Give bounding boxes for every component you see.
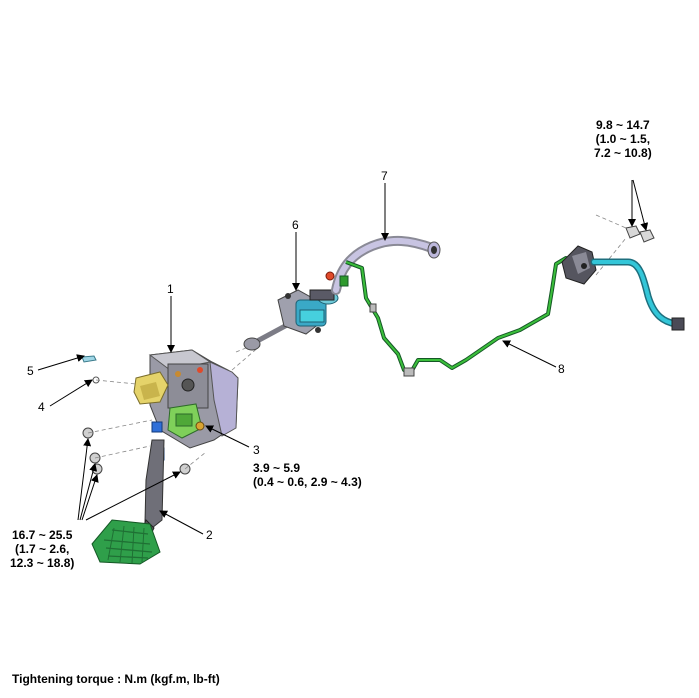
torque-spec-bracket-line1: 9.8 ~ 14.7 [596,118,650,132]
torque-spec-bolt3-line1: 3.9 ~ 5.9 [253,461,301,475]
clutch-pedal-arm [141,439,165,537]
torque-spec-pedal: 16.7 ~ 25.5 (1.7 ~ 2.6, 12.3 ~ 18.8) [10,528,74,570]
leader-8 [502,340,557,368]
torque-spec-bracket-line3: 7.2 ~ 10.8) [594,146,652,160]
clip-parts [81,355,100,384]
callout-7: 7 [381,169,388,183]
torque-units-footer: Tightening torque : N.m (kgf.m, lb-ft) [12,672,220,686]
callout-8: 8 [558,362,565,376]
clutch-master-cylinder [243,289,339,351]
clutch-tube [345,256,575,377]
leader-torque-pedal-b [79,463,98,521]
torque-spec-pedal-line2: (1.7 ~ 2.6, [15,542,70,556]
torque-spec-pedal-line3: 12.3 ~ 18.8) [10,556,75,570]
callout-6: 6 [292,218,299,232]
leader-4 [49,379,93,407]
callout-1: 1 [167,282,174,296]
leader-5 [37,354,85,371]
yellow-part [133,371,169,405]
flexible-hose [590,258,685,331]
torque-spec-pedal-line1: 16.7 ~ 25.5 [12,528,73,542]
leader-2 [159,510,204,535]
pedal-pad [91,519,161,565]
callout-3: 3 [253,443,260,457]
torque-spec-bolt3: 3.9 ~ 5.9 (0.4 ~ 0.6, 2.9 ~ 4.3) [253,461,362,489]
leader-torque-pedal-c [81,474,99,521]
leader-torque-pedal-d [85,471,181,521]
torque-spec-bracket: 9.8 ~ 14.7 (1.0 ~ 1.5, 7.2 ~ 10.8) [594,118,652,160]
leader-3 [205,425,250,448]
torque-spec-bolt3-line2: (0.4 ~ 0.6, 2.9 ~ 4.3) [253,475,362,489]
leader-torque-bracket-b [632,179,649,231]
callout-5: 5 [27,364,34,378]
callout-4: 4 [38,400,45,414]
callout-2: 2 [206,528,213,542]
leader-torque-pedal-a [77,438,92,521]
clutch-pedal-bracket [148,349,239,449]
bracket-bolts [625,225,655,243]
clutch-switch [167,403,205,439]
reservoir-hose [325,236,441,295]
torque-spec-bracket-line2: (1.0 ~ 1.5, [595,132,651,146]
hose-bracket [561,245,597,285]
